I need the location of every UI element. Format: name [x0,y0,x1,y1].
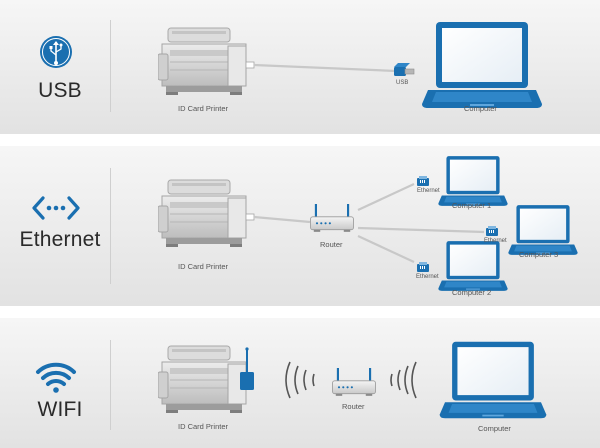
ethernet-plug-icon-2 [417,262,429,272]
usb-section-label: USB [38,79,82,102]
usb-divider [110,20,111,112]
ethernet-section-label: Ethernet [19,228,101,251]
usb-icon [40,36,72,68]
ethernet-router [310,204,354,233]
ethernet-plug-icon-1 [417,176,429,186]
computer-2-caption: Computer 2 [452,288,492,297]
ethernet-port-caption-1: Ethernet [417,188,440,194]
ethernet-port-caption-2: Ethernet [416,274,439,280]
usb-printer-caption: ID Card Printer [178,104,229,113]
wifi-router [332,368,376,397]
usb-cable [253,63,397,73]
wifi-divider [110,340,111,430]
wifi-section-label: WIFI [37,398,83,421]
wifi-laptop [439,341,547,419]
usb-dongle-caption: USB [396,80,409,86]
ethernet-printer [158,179,255,248]
ethernet-divider [110,168,111,284]
computer-3-caption: Computer 3 [519,250,559,259]
wifi-waves-left [285,361,315,399]
ethernet-icon [32,196,80,220]
ethernet-panel [0,146,600,306]
wifi-waves-right [390,361,417,399]
wireless-adapter-icon [240,347,254,390]
ethernet-port-caption-3: Ethernet [484,238,507,244]
computer-3-laptop [508,205,578,255]
ethernet-router-caption: Router [320,240,343,249]
ethernet-printer-caption: ID Card Printer [178,262,229,271]
wifi-printer-caption: ID Card Printer [178,422,229,431]
wifi-computer-caption: Computer [478,424,511,433]
ethernet-plug-icon-3 [486,226,498,236]
wifi-icon [36,362,76,393]
usb-dongle-icon [394,63,415,76]
ethernet-cables [253,183,485,263]
usb-printer [158,27,255,96]
wifi-printer [158,345,247,414]
computer-1-caption: Computer 1 [452,201,492,210]
wifi-router-caption: Router [342,402,365,411]
usb-laptop [422,22,542,108]
usb-computer-caption: Computer [464,104,497,113]
computer-2-laptop [438,241,508,291]
computer-1-laptop [438,156,508,206]
